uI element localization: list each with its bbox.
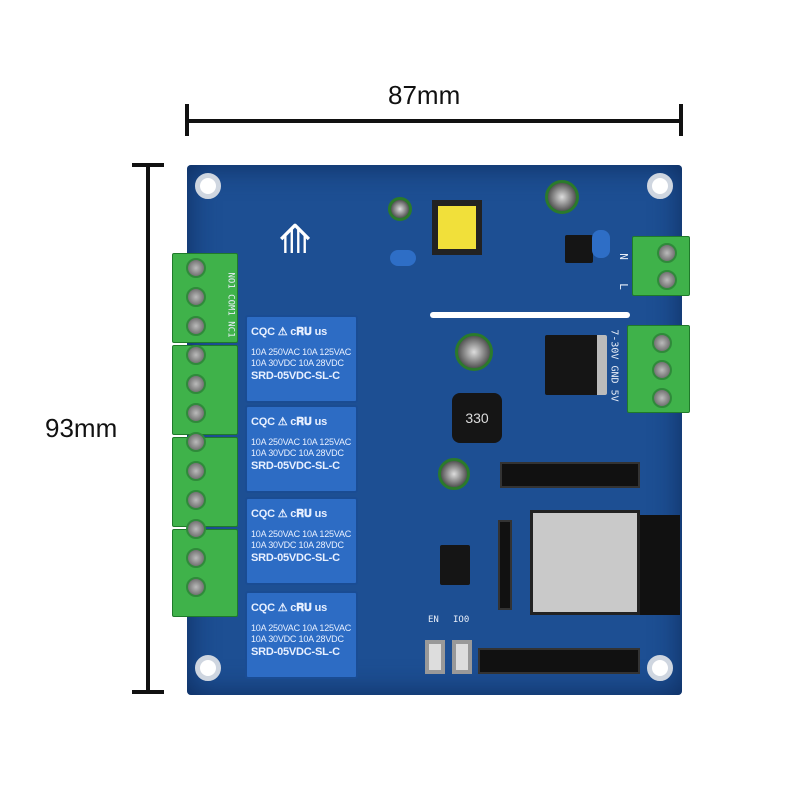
relay-model: SRD-05VDC-SL-C (251, 460, 340, 472)
relay-rating: 10A 250VAC 10A 125VAC (251, 529, 352, 539)
height-dimension-line (146, 165, 150, 693)
relay-rating: 10A 250VAC 10A 125VAC (251, 437, 352, 447)
relay-model: SRD-05VDC-SL-C (251, 552, 340, 564)
en-button[interactable] (425, 640, 445, 674)
relay: CQC ⚠ c𝐑𝐔 us 10A 250VAC 10A 125VAC 10A 3… (245, 591, 358, 679)
relay-model: SRD-05VDC-SL-C (251, 646, 340, 658)
terminal-screw (652, 360, 672, 380)
relay-rating: 10A 30VDC 10A 28VDC (251, 358, 344, 368)
relay-terminal-block (172, 529, 238, 617)
logo-icon: ⟰ (278, 218, 312, 262)
relay-approvals: CQC ⚠ c𝐑𝐔 us (251, 508, 328, 520)
relay-approvals: CQC ⚠ c𝐑𝐔 us (251, 416, 328, 428)
width-dimension-tick-left (185, 104, 189, 136)
terminal-screw (652, 388, 672, 408)
height-dimension-tick-top (132, 163, 164, 167)
pin-header (500, 462, 640, 488)
ac-label-l: L (616, 283, 630, 290)
width-dimension-line (185, 119, 683, 123)
mounting-hole (195, 173, 221, 199)
inductor: 330 (452, 393, 502, 443)
esp32-antenna (640, 515, 680, 615)
mounting-hole (647, 173, 673, 199)
relay-rating: 10A 30VDC 10A 28VDC (251, 540, 344, 550)
io0-button[interactable] (452, 640, 472, 674)
ldo-regulator (440, 545, 470, 585)
mounting-hole (195, 655, 221, 681)
transformer (432, 200, 482, 255)
relay-rating: 10A 30VDC 10A 28VDC (251, 448, 344, 458)
width-dimension-tick-right (679, 104, 683, 136)
mounting-hole (647, 655, 673, 681)
relay-model: SRD-05VDC-SL-C (251, 370, 340, 382)
slot-cutout (430, 312, 630, 318)
terminal-screw (657, 270, 677, 290)
relay: CQC ⚠ c𝐑𝐔 us 10A 250VAC 10A 125VAC 10A 3… (245, 405, 358, 493)
terminal-screw (652, 333, 672, 353)
relay-terminal-block (172, 437, 238, 527)
capacitor (388, 197, 412, 221)
relay-terminal-label: NO1 COM1 NC1 (225, 272, 236, 338)
height-dimension-tick-bottom (132, 690, 164, 694)
voltage-regulator (545, 335, 607, 395)
relay-rating: 10A 250VAC 10A 125VAC (251, 623, 352, 633)
dc-label: 7-30V GND 5V (608, 329, 620, 402)
io0-label: IO0 (453, 615, 470, 625)
esp32-module (530, 510, 640, 615)
relay-approvals: CQC ⚠ c𝐑𝐔 us (251, 602, 328, 614)
capacitor (545, 180, 579, 214)
optocoupler (565, 235, 593, 263)
en-label: EN (428, 615, 439, 625)
height-dimension-label: 93mm (45, 413, 118, 443)
capacitor (438, 458, 470, 490)
relay-terminal-block (172, 345, 238, 435)
pin-header (498, 520, 512, 610)
relay-rating: 10A 250VAC 10A 125VAC (251, 347, 352, 357)
pin-header (478, 648, 640, 674)
relay-rating: 10A 30VDC 10A 28VDC (251, 634, 344, 644)
capacitor (455, 333, 493, 371)
terminal-screws (186, 258, 206, 597)
relay: CQC ⚠ c𝐑𝐔 us 10A 250VAC 10A 125VAC 10A 3… (245, 315, 358, 403)
y-capacitor (390, 250, 416, 266)
terminal-screw (657, 243, 677, 263)
relay: CQC ⚠ c𝐑𝐔 us 10A 250VAC 10A 125VAC 10A 3… (245, 497, 358, 585)
relay-approvals: CQC ⚠ c𝐑𝐔 us (251, 326, 328, 338)
y-capacitor (592, 230, 610, 258)
ac-label-n: N (616, 253, 630, 260)
width-dimension-label: 87mm (388, 80, 461, 110)
